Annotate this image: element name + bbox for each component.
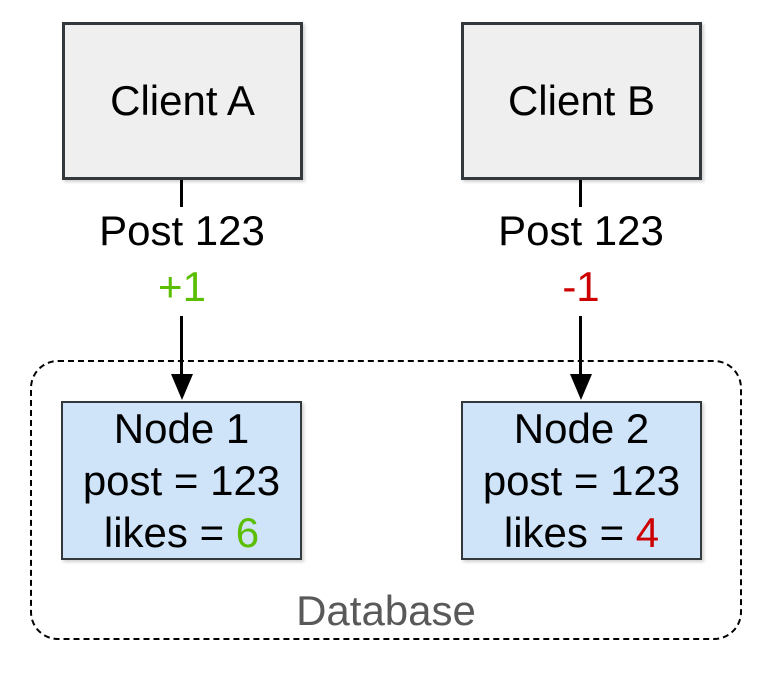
node-2-likes-value: 4 — [635, 508, 660, 556]
client-b-label: Client B — [507, 77, 656, 124]
database-boundary — [30, 360, 742, 640]
client-a-box: Client A — [62, 22, 303, 180]
node-2-box: Node 2 post = 123 likes = 4 — [461, 401, 702, 560]
client-a-label: Client A — [110, 77, 255, 124]
edge-a-line-stub — [180, 180, 183, 210]
node-2-likes-field: likes = 4 — [504, 507, 659, 559]
edge-a-operation-label: +1 — [62, 263, 302, 311]
node-1-title: Node 1 — [113, 404, 250, 452]
edge-b-arrowhead-down-icon — [570, 374, 592, 400]
edge-b-operation-label: -1 — [461, 263, 701, 311]
edge-b-post-label: Post 123 — [461, 207, 701, 255]
node-2-likes-label: likes = — [503, 508, 636, 556]
node-1-box: Node 1 post = 123 likes = 6 — [61, 401, 302, 560]
edge-b-line-main — [579, 316, 582, 376]
edge-a-arrowhead-down-icon — [171, 374, 193, 400]
node-1-post-field: post = 123 — [82, 456, 281, 504]
database-label: Database — [296, 587, 476, 634]
node-1-likes-value: 6 — [235, 508, 260, 556]
edge-a-line-main — [180, 316, 183, 376]
node-2-post-field: post = 123 — [482, 456, 681, 504]
client-b-box: Client B — [461, 22, 702, 180]
node-1-likes-label: likes = — [103, 508, 236, 556]
edge-b-line-stub — [579, 180, 582, 210]
node-2-title: Node 2 — [513, 404, 650, 452]
edge-a-post-label: Post 123 — [62, 207, 302, 255]
node-1-likes-field: likes = 6 — [104, 507, 259, 559]
